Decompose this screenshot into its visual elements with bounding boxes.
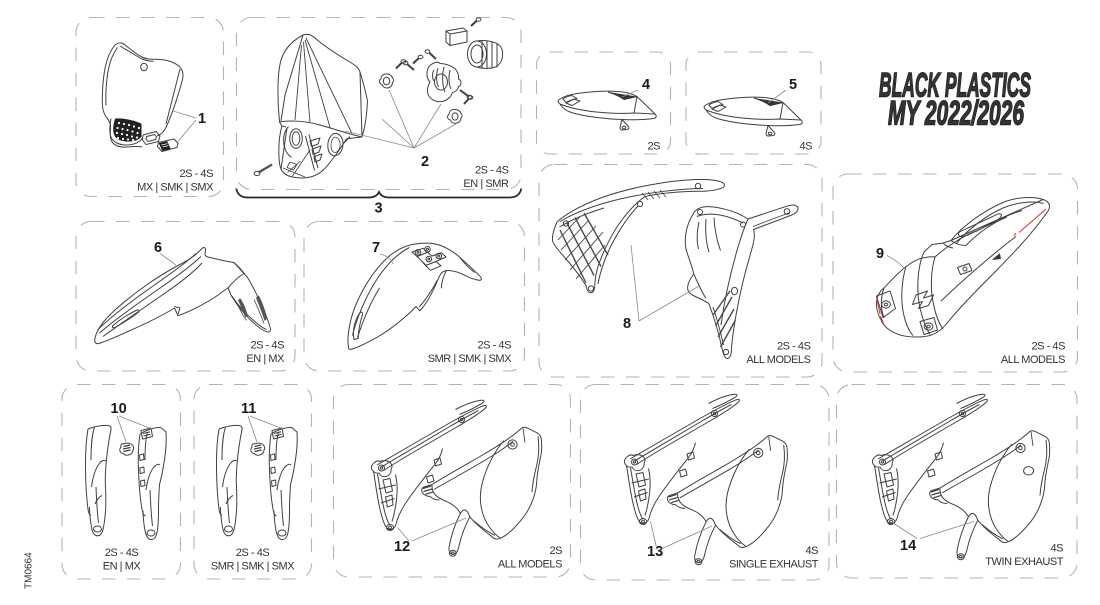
svg-text:2S: 2S	[549, 545, 562, 557]
svg-text:2S - 4S: 2S - 4S	[777, 341, 811, 353]
svg-text:SMR | SMK | SMX: SMR | SMK | SMX	[428, 353, 512, 365]
svg-text:4S: 4S	[805, 545, 818, 557]
svg-text:ALL MODELS: ALL MODELS	[746, 354, 810, 366]
svg-text:11: 11	[241, 401, 256, 417]
svg-text:2S - 4S: 2S - 4S	[236, 547, 270, 559]
svg-text:1: 1	[198, 111, 206, 127]
svg-text:EN | MX: EN | MX	[246, 353, 285, 365]
svg-text:BLACK PLASTICS: BLACK PLASTICS	[879, 67, 1031, 105]
svg-text:ALL MODELS: ALL MODELS	[1001, 354, 1065, 366]
svg-text:EN | MX: EN | MX	[103, 561, 142, 573]
svg-text:MX | SMK | SMX: MX | SMK | SMX	[137, 182, 214, 194]
svg-text:2S - 4S: 2S - 4S	[475, 165, 509, 177]
svg-text:2S: 2S	[647, 141, 660, 153]
svg-text:SMR | SMK | SMX: SMR | SMK | SMX	[211, 561, 295, 573]
svg-text:2S - 4S: 2S - 4S	[179, 168, 213, 180]
svg-text:2S - 4S: 2S - 4S	[477, 340, 511, 352]
svg-text:2: 2	[421, 154, 429, 170]
svg-text:8: 8	[623, 316, 631, 332]
svg-text:10: 10	[111, 401, 127, 417]
svg-text:TM0664: TM0664	[24, 552, 35, 589]
svg-text:ALL MODELS: ALL MODELS	[498, 559, 562, 571]
svg-text:12: 12	[394, 539, 410, 555]
svg-text:2S - 4S: 2S - 4S	[250, 340, 284, 352]
svg-text:MY 2022/2026: MY 2022/2026	[888, 95, 1024, 133]
svg-text:2S - 4S: 2S - 4S	[105, 547, 139, 559]
svg-text:9: 9	[876, 246, 884, 262]
svg-text:6: 6	[154, 240, 162, 256]
svg-text:14: 14	[900, 538, 916, 554]
svg-text:SINGLE EXHAUST: SINGLE EXHAUST	[729, 559, 819, 571]
svg-text:TWIN EXHAUST: TWIN EXHAUST	[985, 556, 1063, 568]
svg-text:2S - 4S: 2S - 4S	[1031, 341, 1065, 353]
svg-text:4: 4	[642, 77, 650, 93]
svg-text:5: 5	[789, 77, 797, 93]
svg-text:7: 7	[372, 240, 380, 256]
svg-text:4S: 4S	[1050, 543, 1063, 555]
svg-text:4S: 4S	[799, 141, 812, 153]
svg-text:3: 3	[375, 201, 383, 217]
svg-text:13: 13	[647, 544, 663, 560]
svg-text:EN | SMR: EN | SMR	[463, 178, 509, 190]
